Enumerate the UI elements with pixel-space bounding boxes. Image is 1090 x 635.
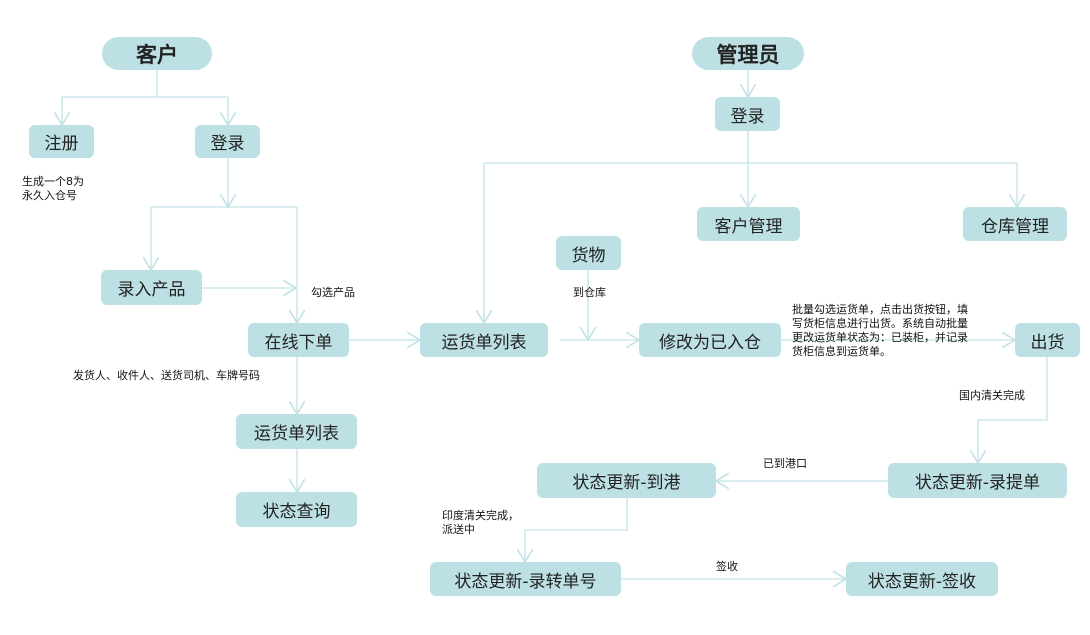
label-line: 印度清关完成， bbox=[442, 509, 519, 522]
admin-login-node: 登录 bbox=[715, 97, 780, 131]
goods-node: 货物 bbox=[556, 236, 621, 270]
ship-note-label: 批量勾选运货单，点击出货按钮，填写货柜信息进行出货。系统自动批量更改运货单状态为… bbox=[792, 303, 968, 359]
label-line: 派送中 bbox=[442, 523, 475, 536]
status-query-node: 状态查询 bbox=[236, 492, 357, 527]
label-line: 货柜信息到运货单。 bbox=[792, 345, 891, 358]
customer-login-node: 登录 bbox=[195, 125, 260, 158]
customer-actor: 客户 bbox=[102, 37, 212, 70]
ship-node: 出货 bbox=[1015, 323, 1080, 357]
label-line: 生成一个8为 bbox=[22, 175, 84, 188]
warehouse-mgmt-node: 仓库管理 bbox=[963, 207, 1067, 241]
online-order-node: 在线下单 bbox=[248, 323, 349, 357]
arrived-port-label: 已到港口 bbox=[763, 457, 807, 470]
to-warehouse-label: 到仓库 bbox=[573, 286, 606, 299]
status-bl-node: 状态更新-录提单 bbox=[888, 463, 1067, 498]
select-product-label: 勾选产品 bbox=[311, 286, 355, 299]
enter-product-node: 录入产品 bbox=[101, 270, 202, 305]
admin-waybill-list-node: 运货单列表 bbox=[420, 323, 548, 357]
status-port-node: 状态更新-到港 bbox=[537, 463, 716, 498]
label-line: 批量勾选运货单，点击出货按钮，填 bbox=[792, 303, 968, 316]
register-node: 注册 bbox=[29, 125, 94, 158]
status-transfer-node: 状态更新-录转单号 bbox=[430, 562, 621, 596]
label-line: 写货柜信息进行出货。系统自动批量 bbox=[792, 317, 968, 330]
signed-label: 签收 bbox=[716, 560, 738, 573]
india-clearance-label: 印度清关完成，派送中 bbox=[442, 509, 519, 537]
admin-actor: 管理员 bbox=[692, 37, 804, 70]
status-signed-node: 状态更新-签收 bbox=[846, 562, 998, 596]
customer-mgmt-node: 客户管理 bbox=[697, 207, 800, 241]
label-line: 更改运货单状态为：已装柜，并记录 bbox=[792, 331, 968, 344]
customer-waybill-list-node: 运货单列表 bbox=[236, 414, 357, 449]
label-line: 永久入仓号 bbox=[22, 189, 77, 202]
order-fields-label: 发货人、收件人、送货司机、车牌号码 bbox=[73, 369, 260, 382]
gen-number-label: 生成一个8为永久入仓号 bbox=[22, 175, 84, 203]
mark-in-warehouse-node: 修改为已入仓 bbox=[639, 323, 781, 357]
domestic-clearance-label: 国内清关完成 bbox=[959, 389, 1025, 402]
